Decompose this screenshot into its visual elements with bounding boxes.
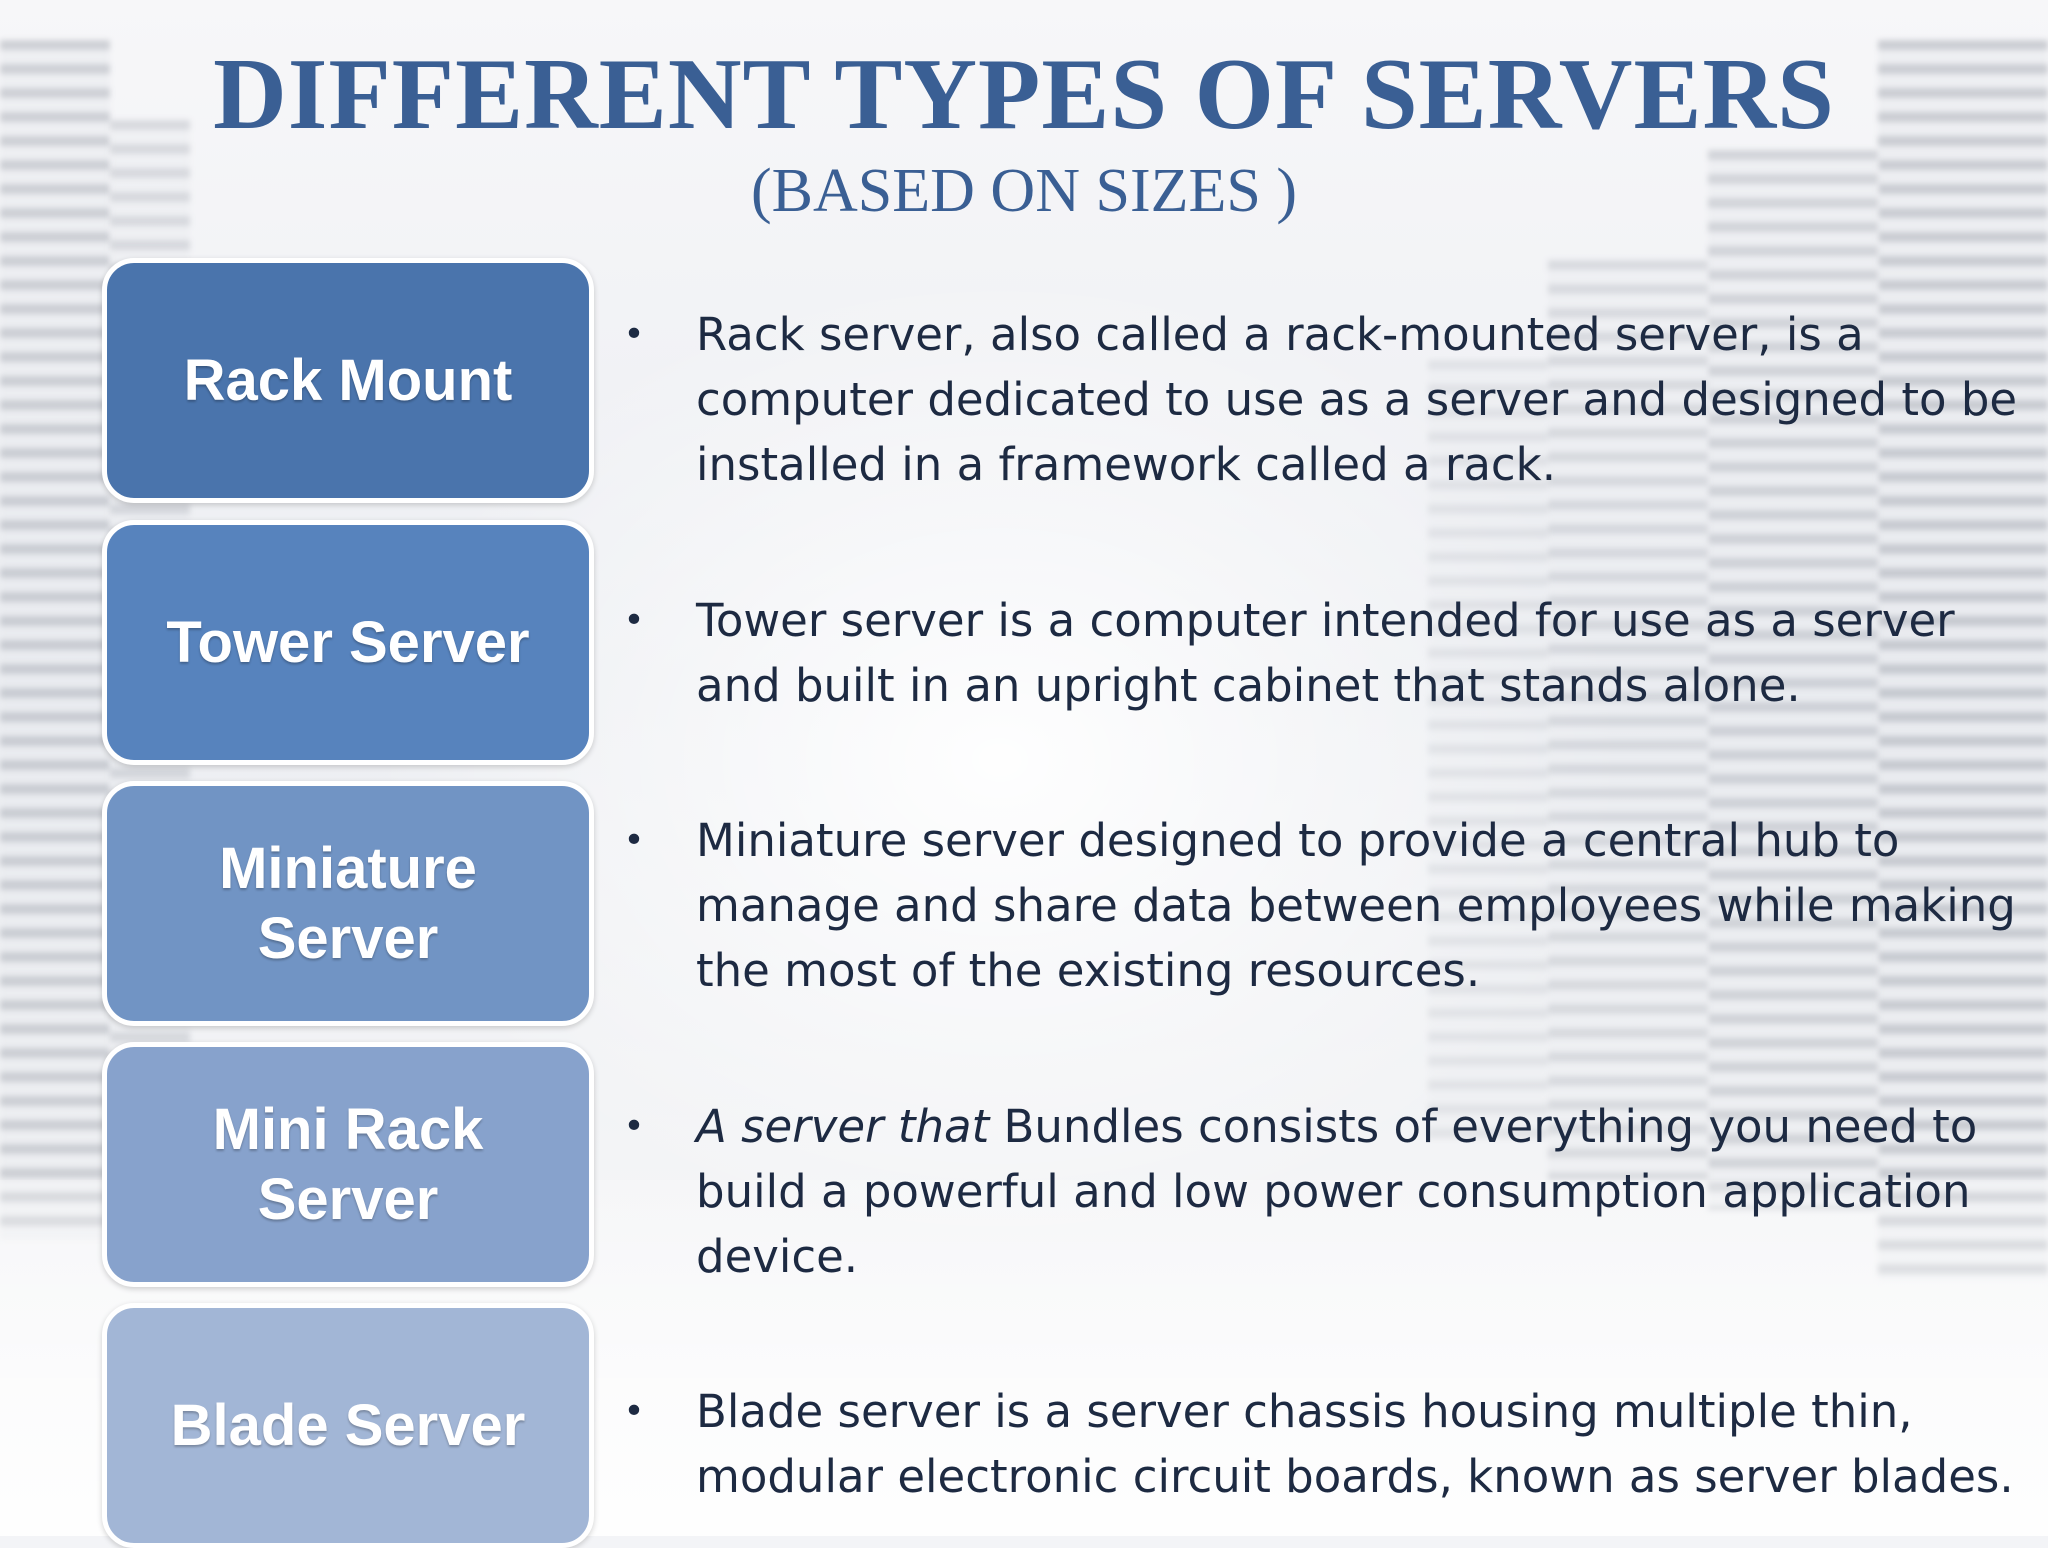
description-blade-server: • Blade server is a server chassis housi… xyxy=(614,1379,2034,1509)
server-rack-right-3 xyxy=(1548,260,1708,1180)
server-rack-right xyxy=(1878,40,2048,1280)
description-italic-lead: A server that xyxy=(696,1100,990,1153)
description-text: Miniature server designed to provide a c… xyxy=(696,814,2016,997)
category-box-rack-mount: Rack Mount xyxy=(102,258,594,503)
category-box-blade-server: Blade Server xyxy=(102,1303,594,1548)
description-rack-mount: • Rack server, also called a rack-mounte… xyxy=(614,302,2034,497)
category-box-miniature-server: Miniature Server xyxy=(102,781,594,1026)
server-rack-left xyxy=(0,40,110,1240)
description-mini-rack-server: • A server that Bundles consists of ever… xyxy=(614,1094,2034,1289)
description-text: Blade server is a server chassis housing… xyxy=(696,1385,2014,1503)
description-text: A server that Bundles consists of everyt… xyxy=(696,1094,2034,1289)
description-miniature-server: • Miniature server designed to provide a… xyxy=(614,808,2034,1003)
server-rack-right-2 xyxy=(1708,150,1878,1210)
description-tower-server: • Tower server is a computer intended fo… xyxy=(614,588,2034,718)
bullet-icon: • xyxy=(623,314,645,355)
bullet-icon: • xyxy=(623,600,645,641)
server-rack-right-4 xyxy=(1428,360,1548,1140)
bullet-icon: • xyxy=(623,1391,645,1432)
slide-subtitle: (BASED ON SIZES ) xyxy=(751,157,1297,225)
description-text: Tower server is a computer intended for … xyxy=(696,594,1955,712)
category-box-mini-rack-server: Mini Rack Server xyxy=(102,1042,594,1287)
bullet-icon: • xyxy=(623,820,645,861)
description-text-rest: Bundles consists of everything you need … xyxy=(696,1100,1978,1283)
bullet-icon: • xyxy=(623,1106,645,1147)
description-text: Rack server, also called a rack-mounted … xyxy=(696,308,2018,491)
category-box-tower-server: Tower Server xyxy=(102,520,594,765)
slide-title: DIFFERENT TYPES OF SERVERS xyxy=(213,38,1835,151)
